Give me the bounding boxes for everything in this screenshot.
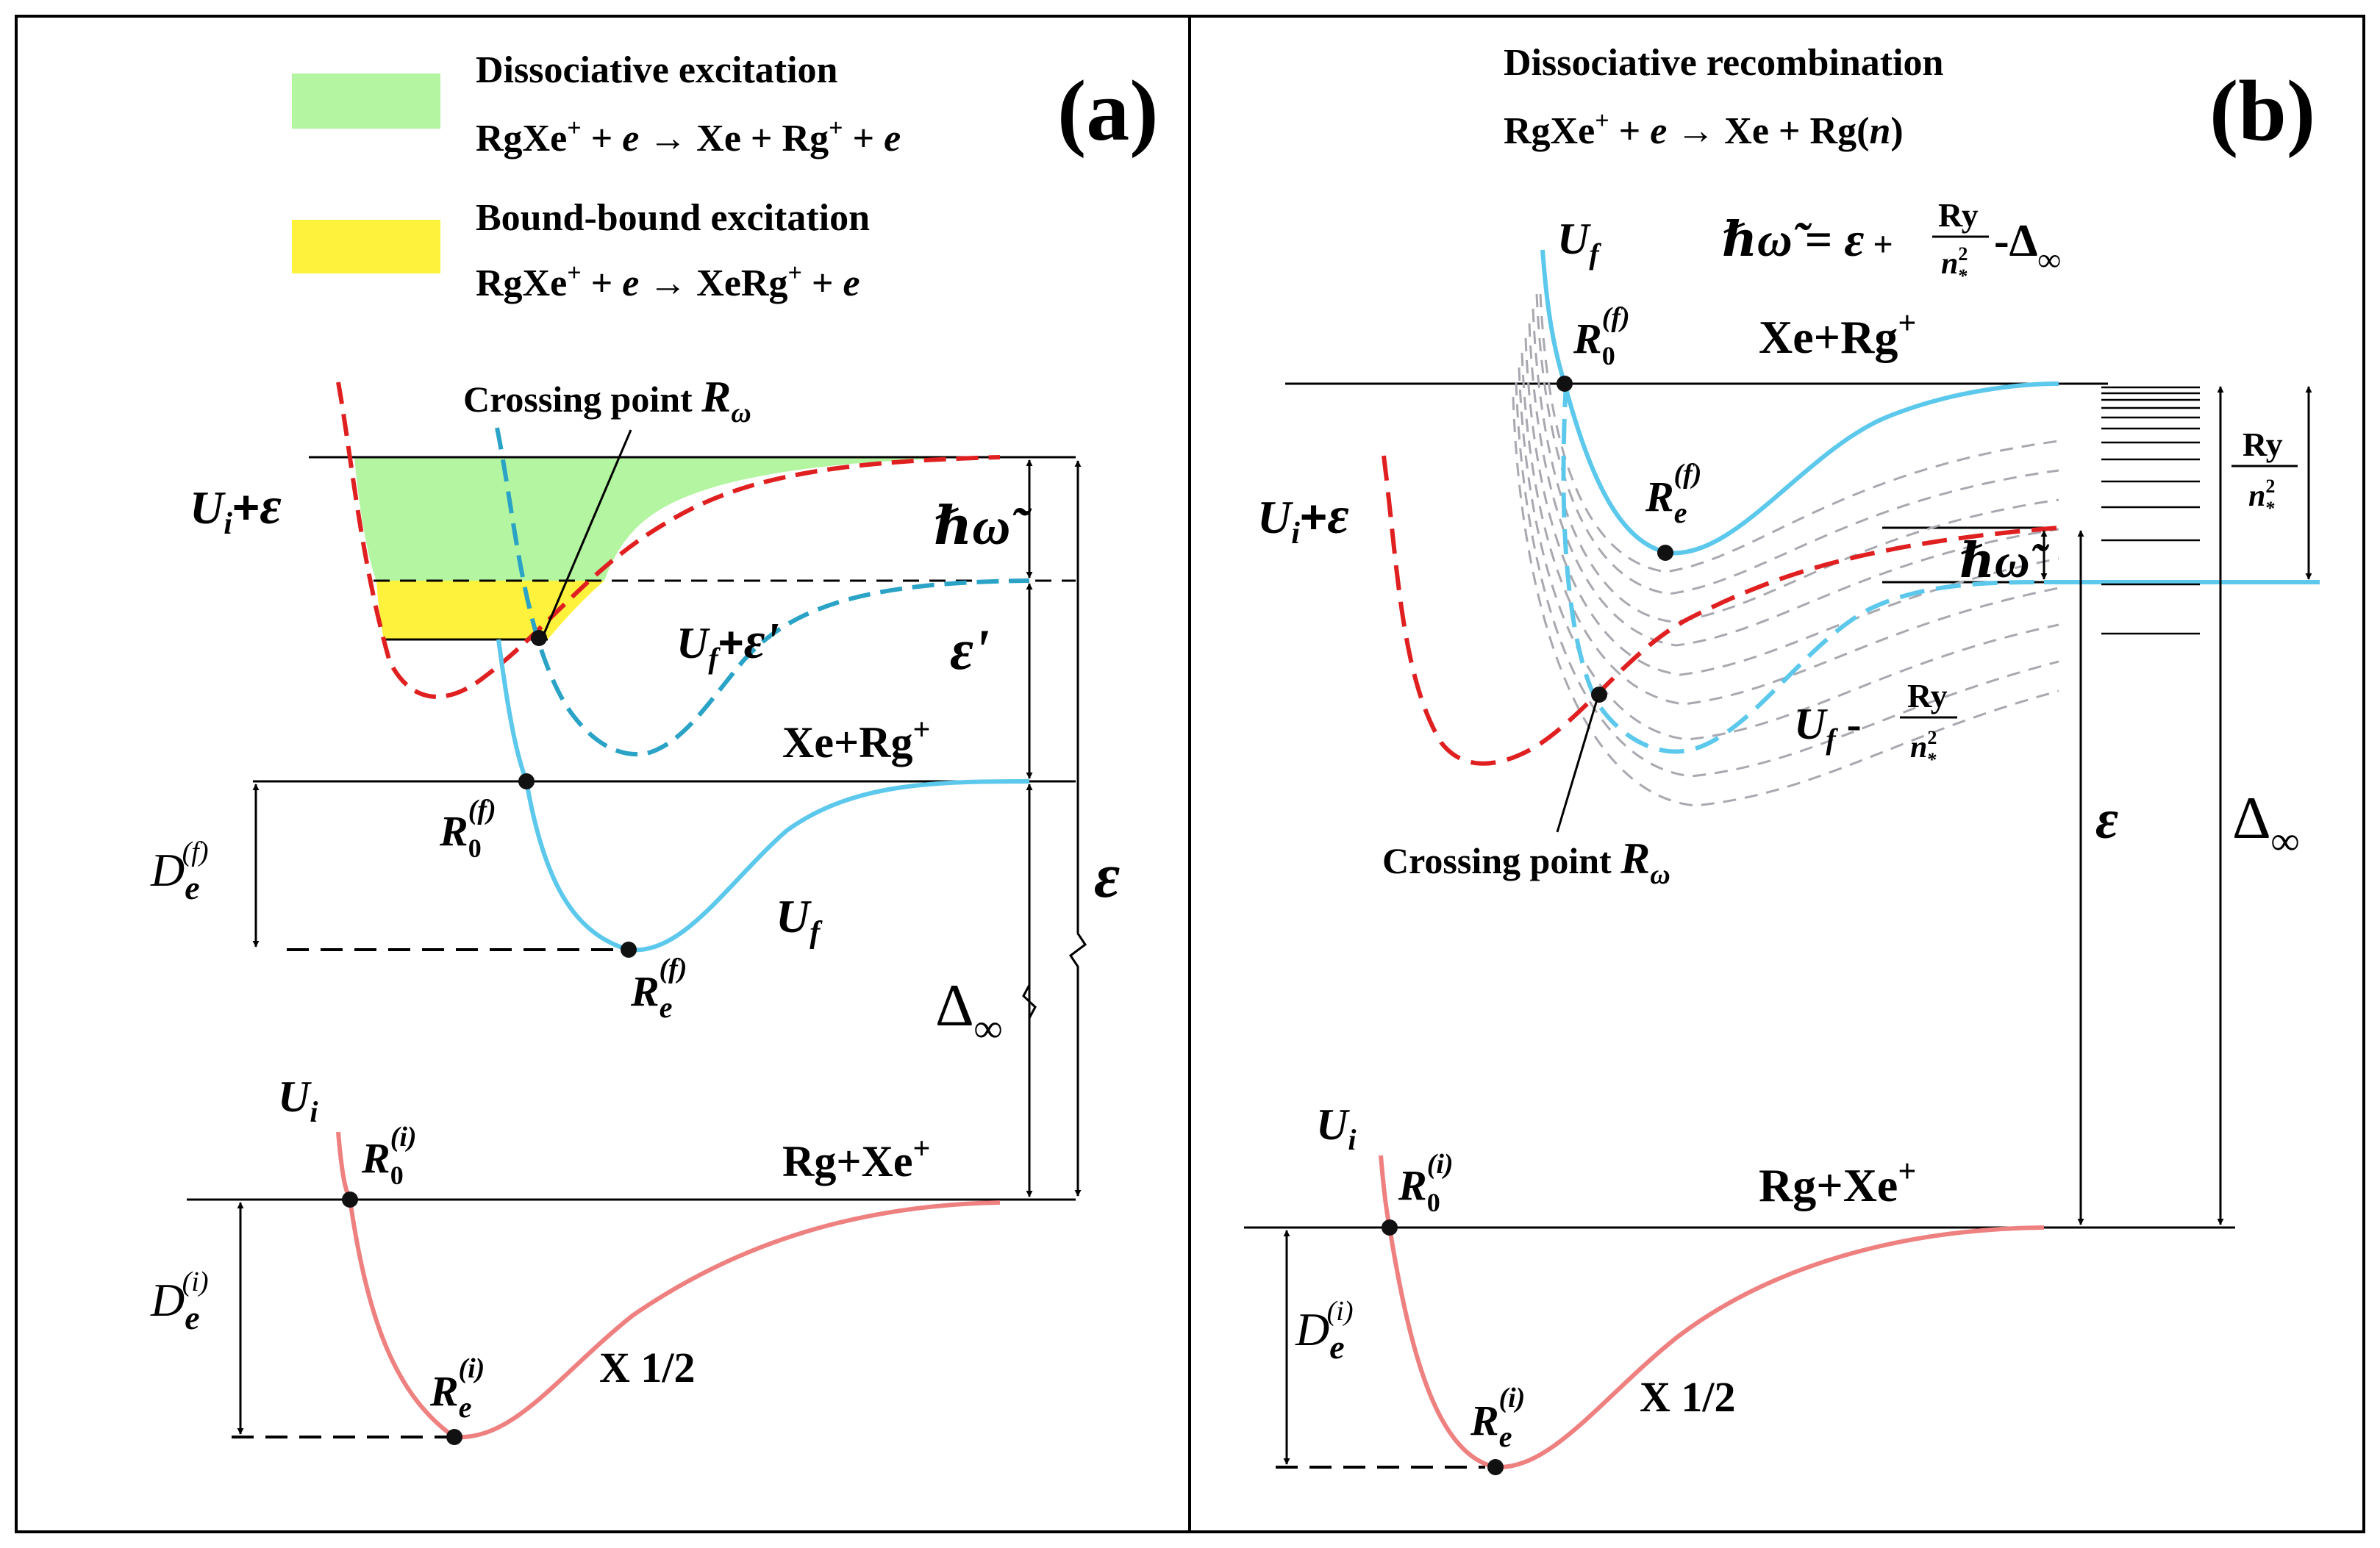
label-uf-plus-eps-prime-a: Uf+ε' [676, 613, 779, 675]
panel-a-tag: (a) [1057, 62, 1159, 159]
panel-a: Dissociative excitation RgXe+ + e → Xe +… [150, 49, 1159, 1445]
panel-b-equation: RgXe+ + e → Xe + Rg(n) [1504, 107, 1904, 152]
label-rg-xe-b: Rg+Xe+ [1759, 1153, 1916, 1211]
point-re-f-a [621, 942, 637, 958]
rydberg-levels [2101, 386, 2200, 635]
label-r0-f-b: R0(f) [1573, 302, 1630, 370]
yellow-region [376, 581, 604, 639]
point-crossing-b [1591, 687, 1607, 703]
label-r0-i-b: R0(i) [1398, 1149, 1454, 1217]
label-re-f-b: Re(f) [1645, 459, 1701, 529]
label-uf-minus-den-b: n2* [1910, 727, 1937, 770]
label-ui-a: Ui [278, 1072, 318, 1128]
legend-swatch-yellow [292, 220, 440, 273]
legend-diss-title: Dissociative excitation [476, 49, 838, 91]
point-crossing-a [531, 630, 547, 646]
label-ui-plus-eps-b: Ui+ε [1257, 486, 1349, 551]
panel-b-tag: (b) [2209, 62, 2315, 159]
label-ry-den-b: n2* [2248, 476, 2275, 519]
formula-fraction-num: Ry [1938, 196, 1979, 234]
point-r0-f-a [518, 773, 535, 789]
point-re-i-a [446, 1429, 462, 1445]
crossing-label-b: Crossing point Rω [1382, 834, 1670, 890]
green-region [354, 457, 1000, 581]
label-hbar-omega-a: ℏω̃ [934, 497, 1032, 556]
curve-uf-plus-eps-prime [495, 427, 1030, 757]
label-xe-rg-a: Xe+Rg+ [782, 713, 930, 767]
label-delta-inf-a: Δ∞ [935, 972, 1002, 1050]
point-r0-i-a [342, 1192, 358, 1208]
point-r0-f-b [1557, 376, 1573, 392]
formula-rhs: -Δ∞ [1994, 216, 2061, 278]
label-ui-plus-eps-a: Ui+ε [190, 476, 282, 541]
label-re-f-a: Re(f) [630, 953, 687, 1024]
rydberg-series-curves [1512, 293, 2059, 807]
label-xe-rg-b: Xe+Rg+ [1759, 305, 1916, 363]
panel-b-title: Dissociative recombination [1504, 42, 1944, 84]
crossing-label-a: Crossing point Rω [463, 373, 751, 429]
curve-ui-b [1379, 1155, 2045, 1470]
curve-ui-plus-eps-b [1382, 455, 2059, 766]
label-eps-b: ε [2095, 789, 2118, 850]
label-x-half-a: X 1/2 [599, 1344, 696, 1391]
legend-swatch-green [292, 74, 440, 129]
crossing-pointer-b [1556, 699, 1598, 833]
label-ry-num-b: Ry [2243, 426, 2283, 463]
delta-inf-brace-a [1022, 984, 1037, 1019]
legend-diss-equation: RgXe+ + e → Xe + Rg+ + e [476, 115, 901, 160]
label-uf-a: Uf [776, 890, 823, 950]
legend-bb-title: Bound-bound excitation [476, 197, 870, 239]
label-r0-i-a: R0(i) [361, 1122, 417, 1190]
label-uf-minus-num-b: Ry [1907, 677, 1948, 714]
curve-uf-b [1540, 249, 2059, 556]
curve-ui-plus-eps [336, 381, 1001, 699]
legend-bb-equation: RgXe+ + e → XeRg+ + e [476, 259, 860, 304]
label-uf-top-b: Uf [1557, 215, 1601, 270]
point-r0-i-b [1382, 1219, 1398, 1236]
label-delta-inf-b: Δ∞ [2232, 784, 2299, 863]
panel-b: Dissociative recombination RgXe+ + e → X… [1244, 42, 2320, 1475]
arrow-eps-a [1068, 460, 1087, 1197]
label-de-f: De(f) [150, 836, 209, 906]
label-de-i-a: De(i) [150, 1266, 209, 1336]
curve-uf [496, 639, 1030, 953]
label-de-i-b: De(i) [1295, 1296, 1354, 1366]
point-re-i-b [1487, 1459, 1504, 1475]
label-re-i-b: Re(i) [1470, 1383, 1525, 1453]
formula-lhs: ℏω̃ = ε + [1722, 213, 1893, 267]
crossing-pointer-a [543, 429, 632, 634]
label-uf-minus-b: Uf - [1794, 700, 1862, 756]
label-re-i-a: Re(i) [429, 1353, 485, 1424]
label-r0-f-a: R0(f) [439, 795, 496, 863]
point-re-f-b [1657, 545, 1673, 561]
label-eps-a: ε [1094, 840, 1120, 911]
formula-fraction-den: n2* [1941, 243, 1968, 287]
label-rg-xe-a: Rg+Xe+ [782, 1132, 930, 1186]
label-ui-b: Ui [1316, 1100, 1356, 1156]
label-eps-prime-a: ε' [950, 617, 990, 681]
label-hbar-omega-b: ℏω̃ [1959, 534, 2050, 588]
curve-uf-minus-b [1561, 381, 2059, 754]
label-x-half-b: X 1/2 [1640, 1373, 1736, 1421]
